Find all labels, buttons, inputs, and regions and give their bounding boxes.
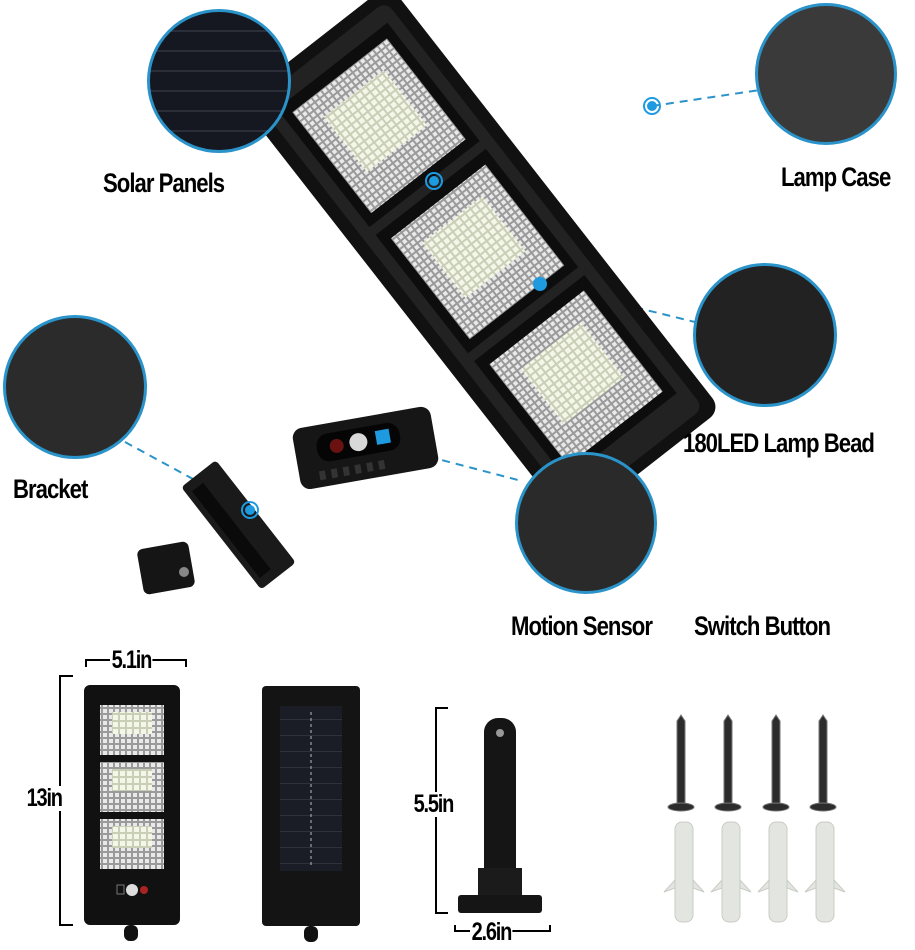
label-bracket: Bracket <box>13 474 88 504</box>
lamp-case-closeup <box>755 3 897 145</box>
label-led-bead: 180LED Lamp Bead <box>683 428 875 458</box>
front-view-drawing <box>84 685 180 941</box>
wall-anchors <box>663 821 846 923</box>
label-solar-panels: Solar Panels <box>103 168 225 198</box>
solar-panel-closeup <box>147 9 291 153</box>
sensor-switch-closeup <box>515 452 657 594</box>
back-view-drawing <box>262 686 360 942</box>
screws <box>667 714 837 812</box>
dim-bracket-height: 5.5in <box>412 790 455 818</box>
callout-dots <box>241 97 661 519</box>
dim-bracket-width: 2.6in <box>470 918 513 946</box>
dim-lamp-width: 5.1in <box>110 646 153 674</box>
label-motion-sensor: Motion Sensor <box>511 611 653 641</box>
dim-lamp-height: 13in <box>25 784 64 812</box>
label-switch-button: Switch Button <box>694 611 831 641</box>
bracket-drawing <box>458 718 542 913</box>
led-bead-closeup <box>693 263 837 407</box>
label-lamp-case: Lamp Case <box>781 162 891 192</box>
bracket-closeup <box>3 315 147 459</box>
